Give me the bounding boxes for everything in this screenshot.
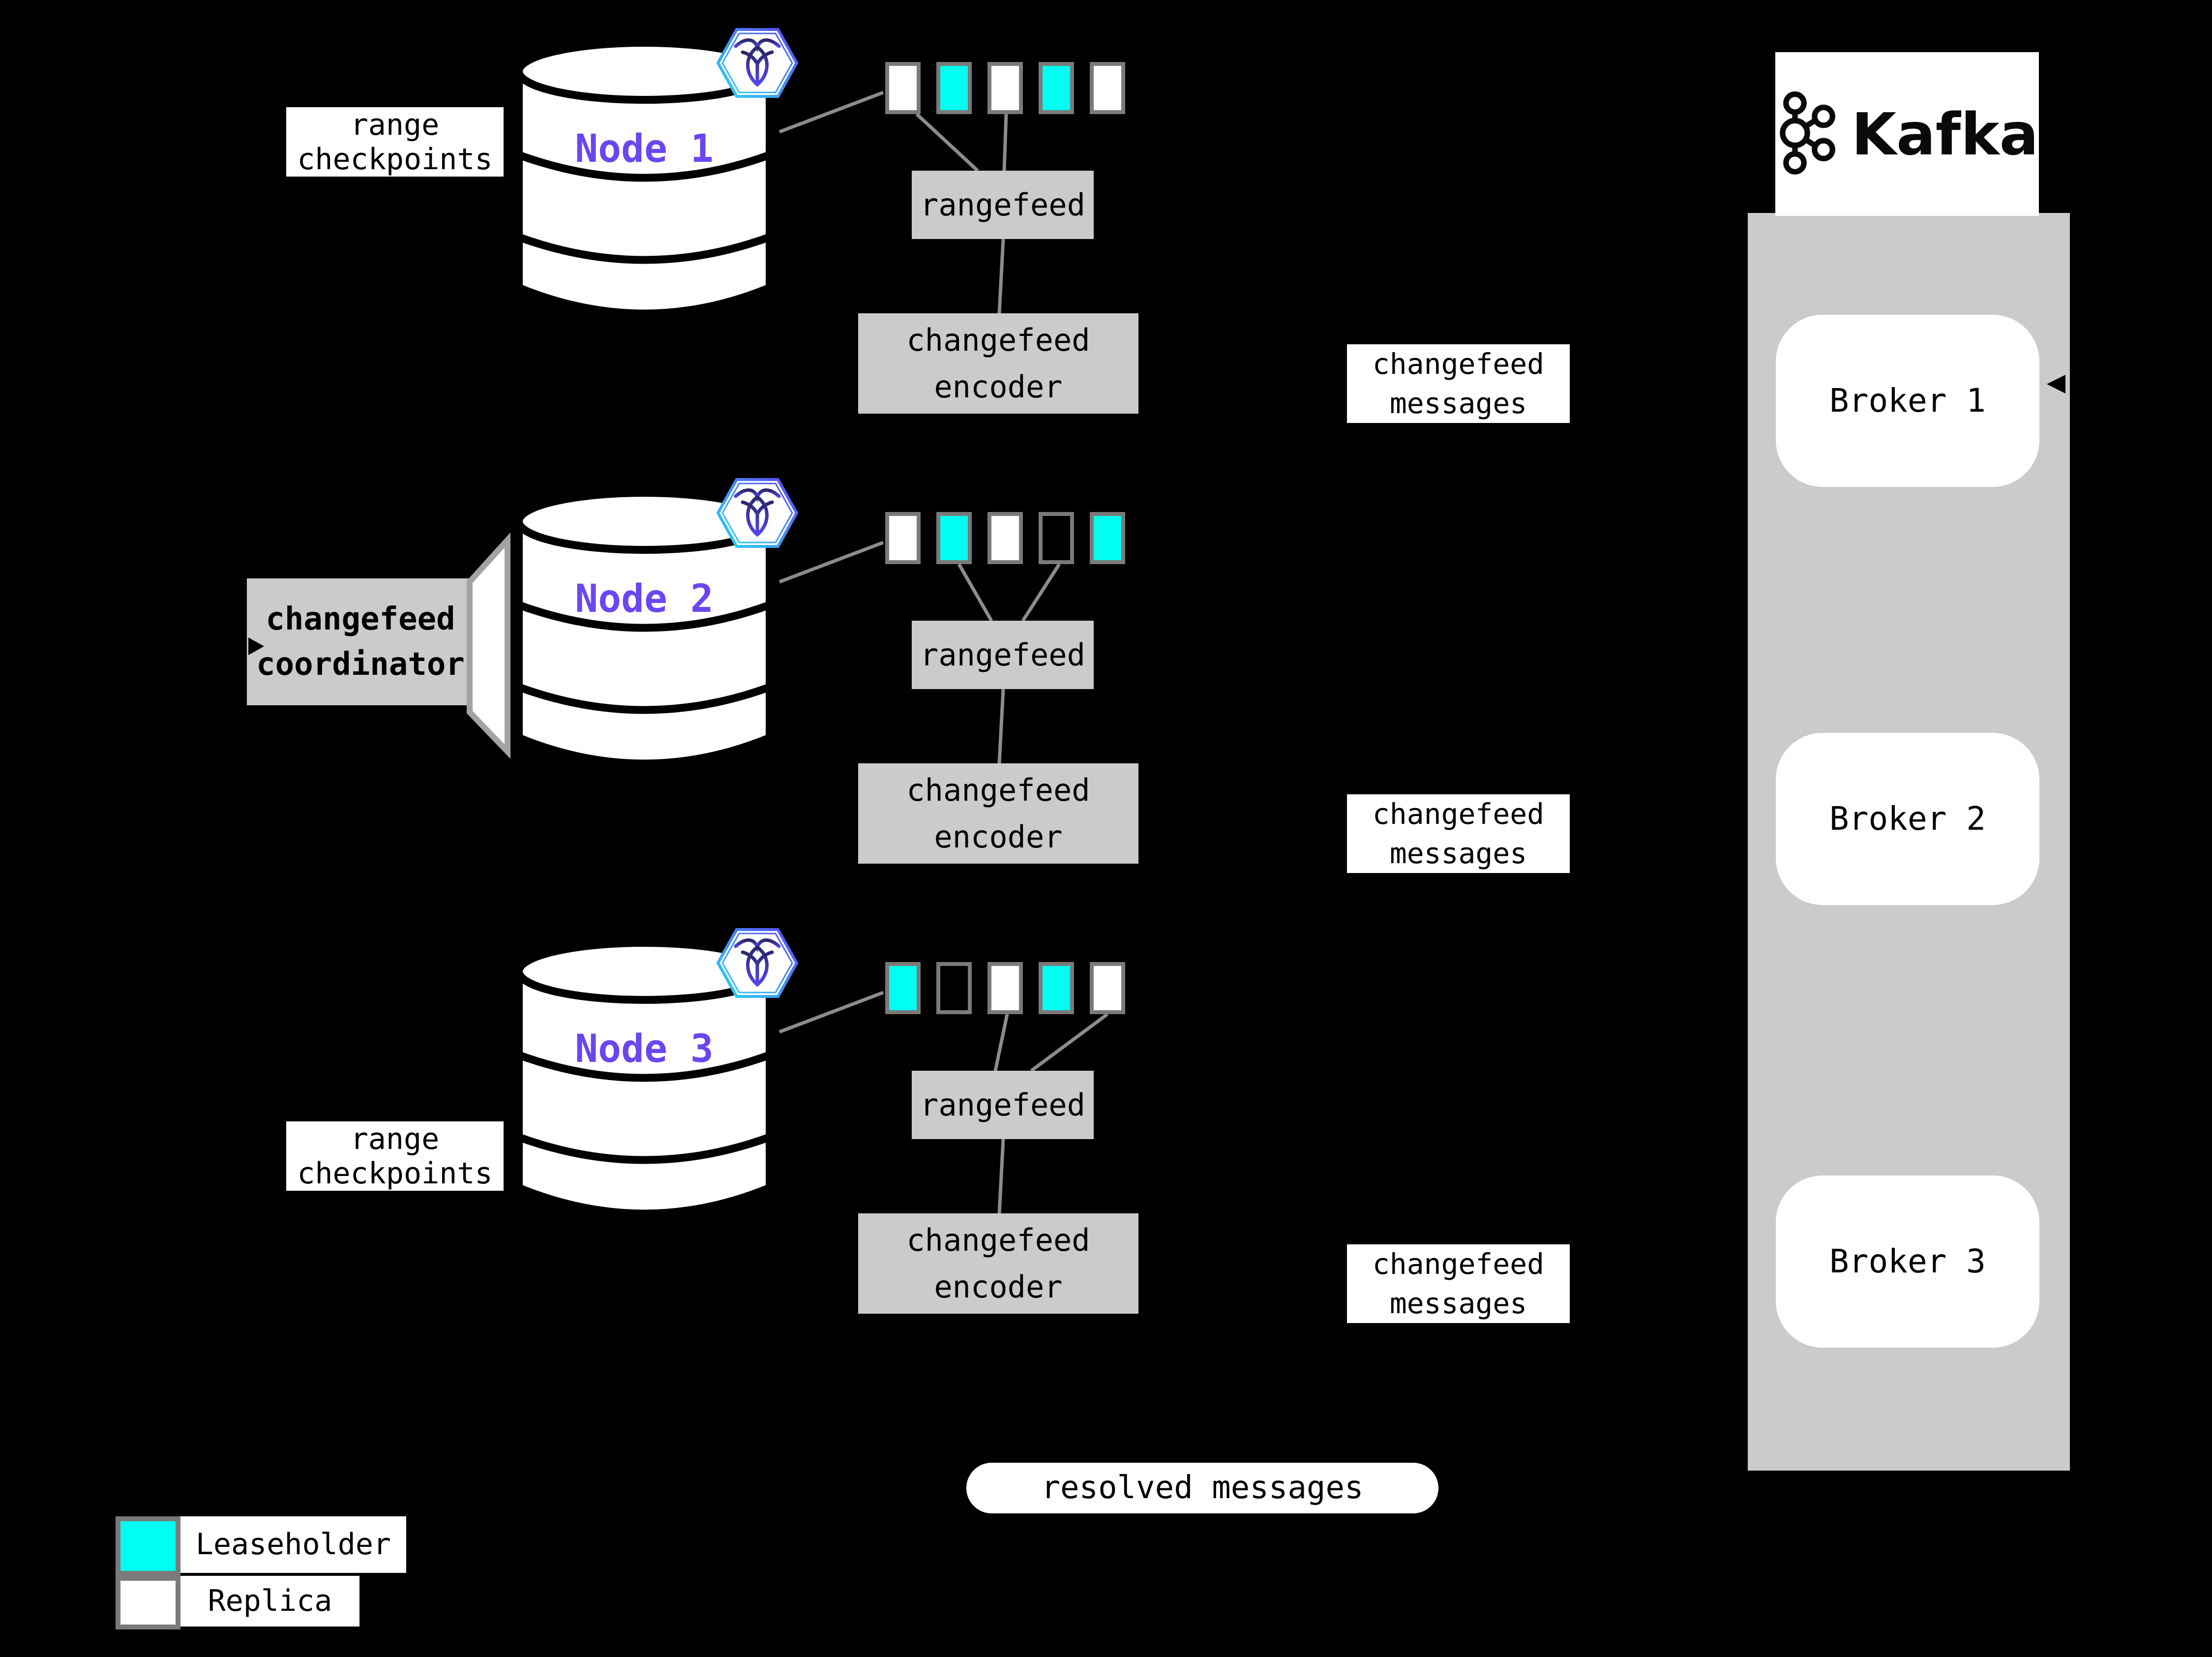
range-rect	[1090, 62, 1125, 114]
kafka-title: Kafka	[1851, 100, 2039, 168]
encoder-line1: changefeed	[906, 322, 1090, 358]
range-checkpoints-line2: checkpoints	[297, 1156, 493, 1191]
changefeed-encoder-box-node2: changefeed encoder	[858, 763, 1138, 864]
range-checkpoints-line1: range	[350, 1121, 440, 1156]
line-node2-to-ranges	[778, 541, 884, 584]
broker-3: Broker 3	[1776, 1175, 2039, 1348]
line-range-to-rangefeed-1b	[1002, 114, 1008, 171]
line-node1-to-ranges	[778, 90, 884, 134]
encoder-line2: encoder	[934, 1269, 1063, 1305]
legend-replica-swatch	[116, 1576, 180, 1629]
range-rect	[885, 962, 921, 1014]
messages-line1: changefeed	[1372, 347, 1545, 381]
line-rangefeed-to-encoder-3	[997, 1139, 1005, 1214]
rangefeed-box-node1: rangefeed	[912, 171, 1094, 239]
range-checkpoints-label-node3: range checkpoints	[286, 1121, 504, 1191]
cockroachdb-icon	[716, 28, 799, 98]
rangefeed-box-node3: rangefeed	[912, 1071, 1094, 1139]
coordinator-line1: changefeed	[266, 601, 455, 637]
changefeed-encoder-box-node3: changefeed encoder	[858, 1213, 1138, 1314]
node3-label: Node 3	[575, 1027, 714, 1071]
range-checkpoints-line1: range	[350, 107, 440, 142]
node2-database-cylinder	[515, 489, 774, 768]
rangefeed-box-node2: rangefeed	[912, 621, 1094, 689]
legend-replica-label: Replica	[180, 1576, 359, 1627]
node1-label: Node 1	[575, 127, 714, 171]
messages-line1: changefeed	[1372, 797, 1545, 831]
cockroachdb-icon	[716, 928, 799, 998]
range-rect	[936, 62, 972, 114]
range-rect	[987, 512, 1023, 564]
coordinator-line2: coordinator	[256, 646, 465, 683]
line-node3-to-ranges	[778, 991, 884, 1034]
line-range-to-rangefeed-3b	[1030, 1013, 1109, 1072]
changefeed-messages-label-2: changefeed messages	[1347, 794, 1570, 873]
messages-line2: messages	[1389, 837, 1527, 870]
encoder-line1: changefeed	[906, 1222, 1090, 1258]
range-rect	[987, 62, 1023, 114]
changefeed-coordinator-box: changefeed coordinator	[247, 578, 474, 705]
range-rect	[1039, 512, 1074, 564]
node2-label: Node 2	[575, 577, 714, 621]
range-checkpoints-label-node1: range checkpoints	[286, 107, 504, 177]
changefeed-encoder-box-node1: changefeed encoder	[858, 313, 1138, 414]
messages-line1: changefeed	[1372, 1247, 1545, 1281]
line-range-to-rangefeed-2a	[957, 563, 993, 622]
range-rect	[885, 62, 921, 114]
range-rect	[936, 512, 972, 564]
range-rect	[1090, 962, 1125, 1014]
messages-line2: messages	[1389, 1287, 1527, 1320]
range-checkpoints-line2: checkpoints	[297, 142, 493, 177]
range-rect	[885, 512, 921, 564]
broker-2: Broker 2	[1776, 733, 2039, 905]
cockroachdb-icon	[716, 478, 799, 548]
line-range-to-rangefeed-3a	[993, 1014, 1009, 1071]
node1-database-cylinder	[515, 39, 774, 318]
resolved-messages-pill: resolved messages	[966, 1463, 1438, 1513]
messages-line2: messages	[1389, 387, 1527, 420]
changefeed-messages-label-1: changefeed messages	[1347, 344, 1570, 423]
encoder-line1: changefeed	[906, 772, 1090, 808]
encoder-line2: encoder	[934, 369, 1063, 405]
legend-leaseholder-swatch	[116, 1516, 180, 1576]
range-rect	[1090, 512, 1125, 564]
range-rect	[1039, 962, 1074, 1014]
line-rangefeed-to-encoder-2	[997, 689, 1005, 764]
line-rangefeed-to-encoder-1	[997, 239, 1005, 314]
legend-leaseholder-label: Leaseholder	[180, 1516, 406, 1573]
kafka-icon	[1779, 91, 1835, 175]
changefeed-messages-label-3: changefeed messages	[1347, 1244, 1570, 1323]
kafka-logo-box: Kafka	[1775, 52, 2039, 216]
line-range-to-rangefeed-1a	[915, 113, 979, 172]
range-rect	[936, 962, 972, 1014]
broker-1: Broker 1	[1776, 315, 2039, 487]
range-rect	[987, 962, 1023, 1014]
encoder-line2: encoder	[934, 819, 1063, 855]
node3-database-cylinder	[515, 939, 774, 1218]
range-rect	[1039, 62, 1074, 114]
line-range-to-rangefeed-2b	[1021, 563, 1061, 622]
